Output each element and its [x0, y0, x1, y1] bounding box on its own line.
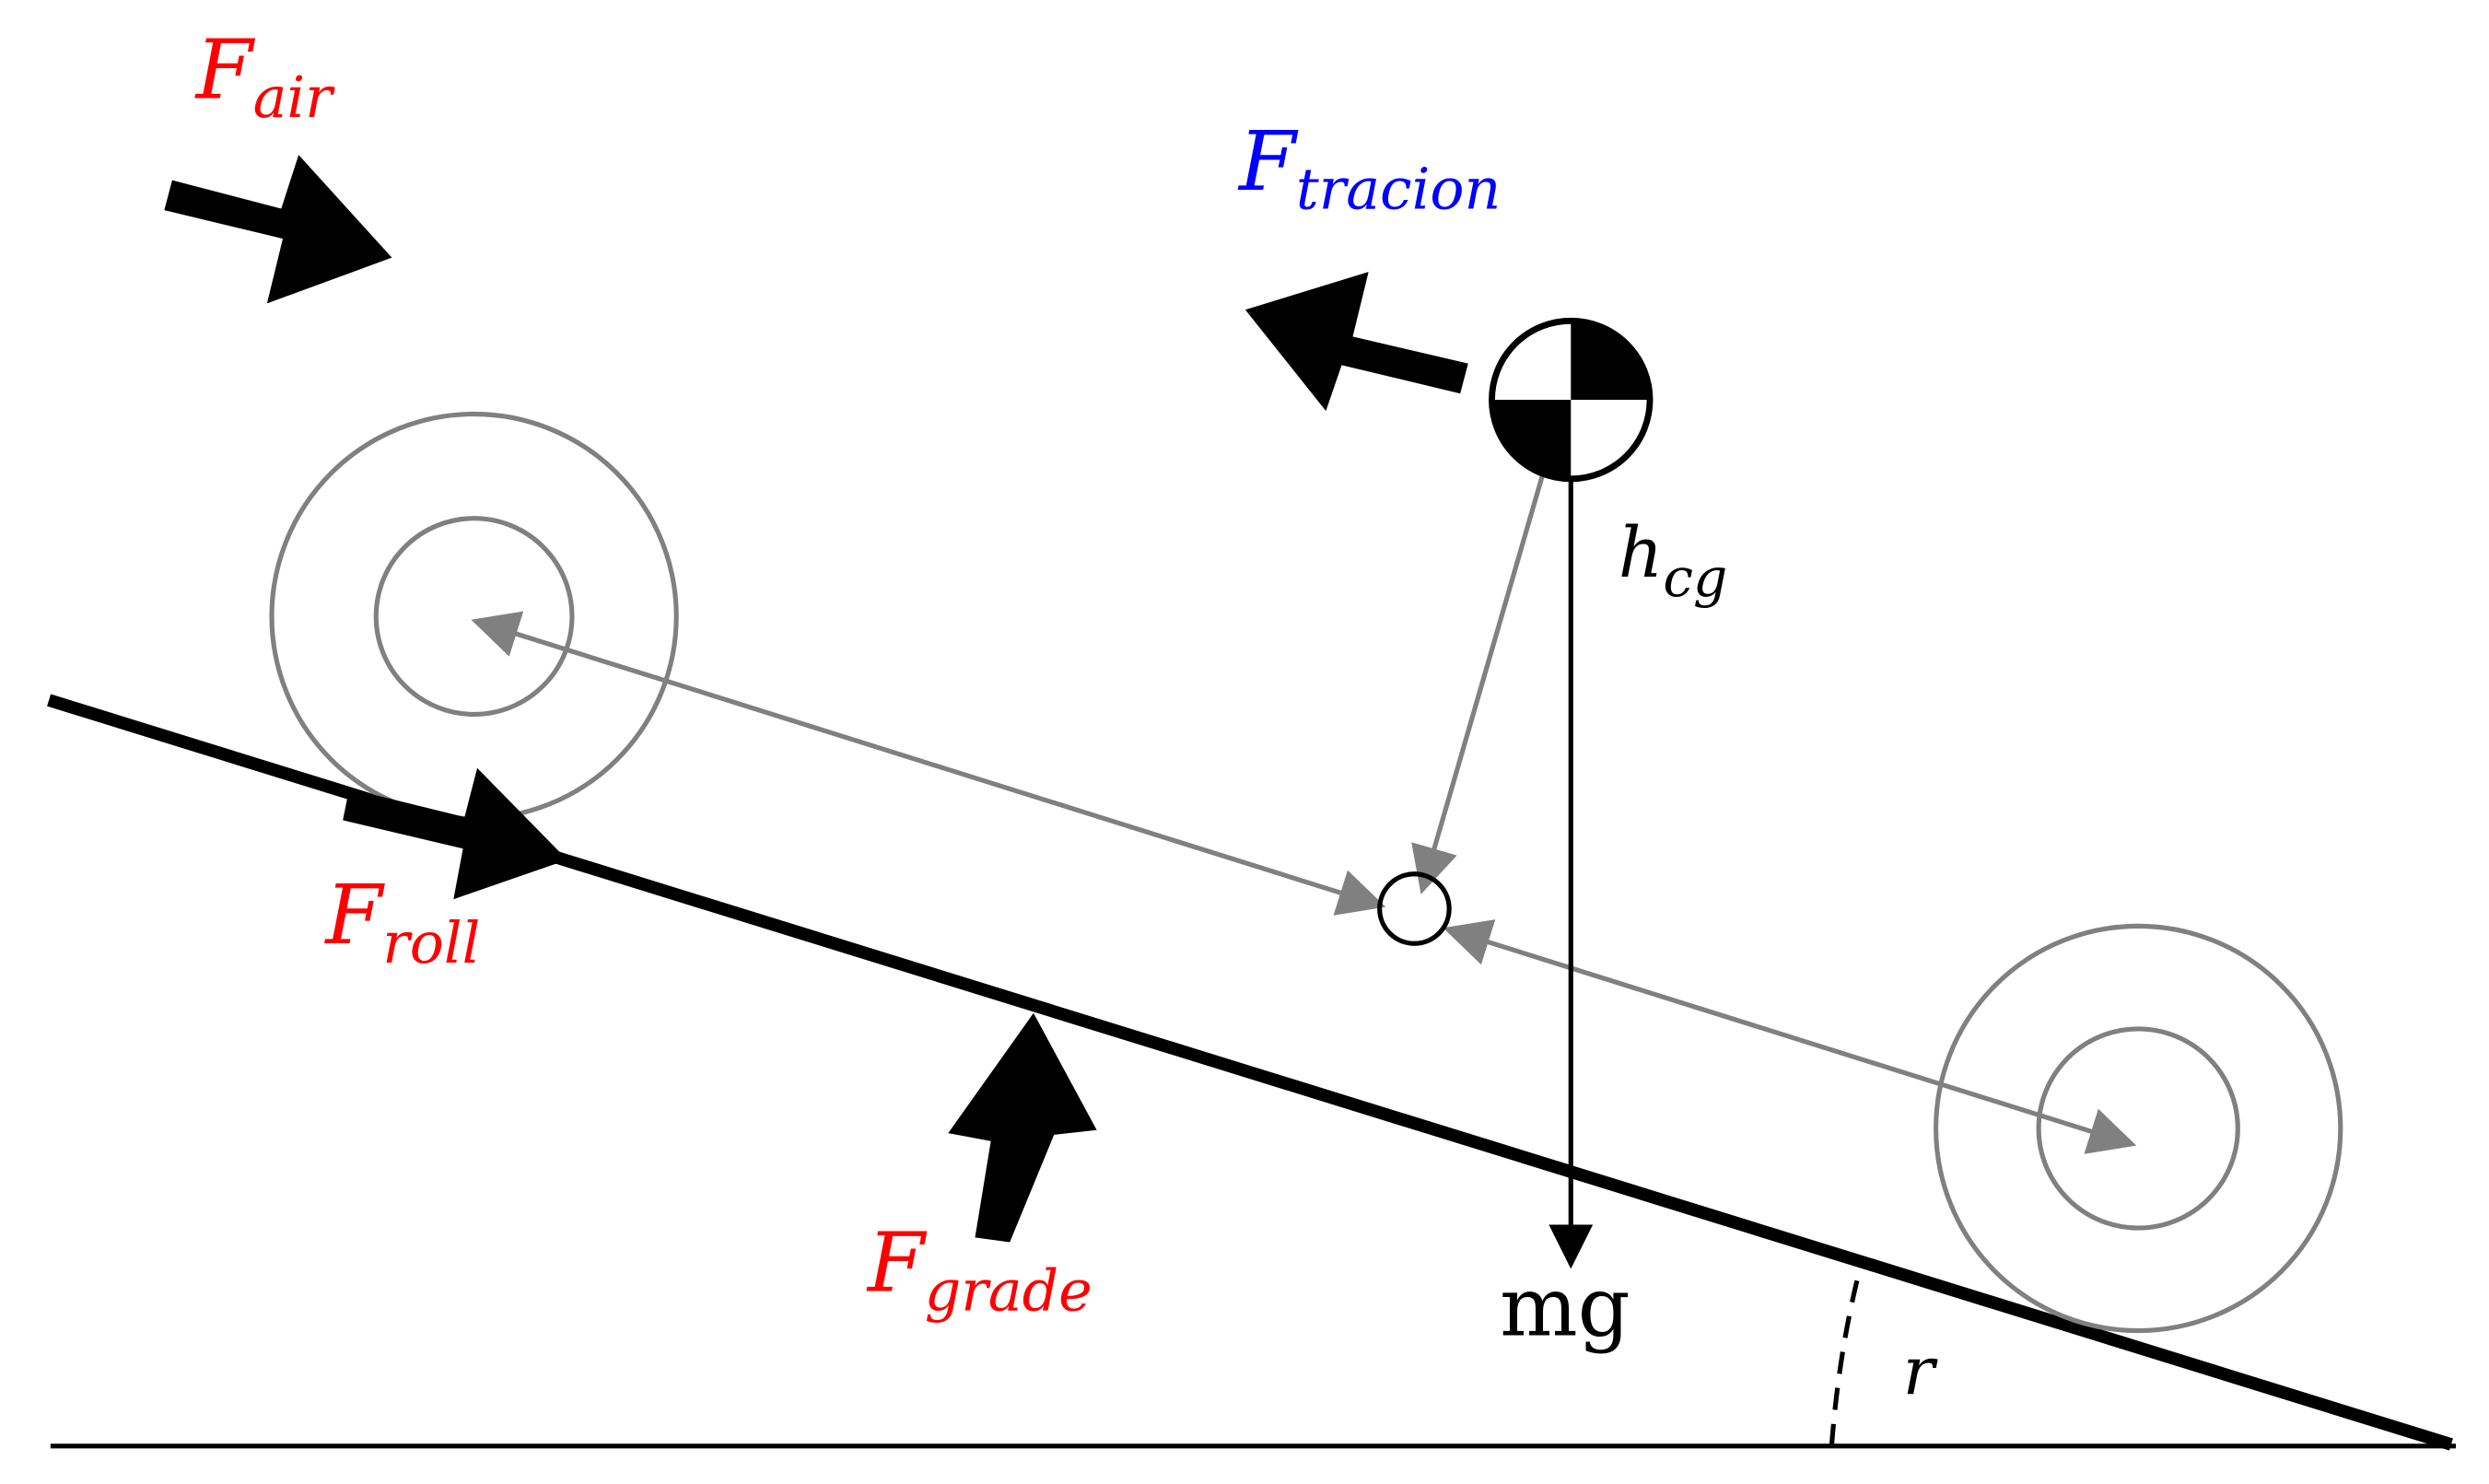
weight-label: mg	[1500, 1260, 1630, 1356]
front-wheel-tire	[1934, 923, 2343, 1334]
incline-angle-arc	[1829, 1256, 1866, 1447]
cg-ground-point	[1377, 871, 1452, 946]
incline-angle-label: r	[1903, 1332, 1938, 1409]
traction-force-arrow	[1244, 272, 1468, 412]
rolling-resistance-label: Froll	[323, 868, 480, 976]
center-of-gravity-symbol	[1489, 317, 1653, 483]
cg-height-label: hcg	[1618, 512, 1728, 609]
cg-height-arrow	[1411, 400, 1574, 894]
front-wheel	[1934, 923, 2343, 1334]
traction-force-label: Ftracion	[1237, 114, 1501, 223]
air-resistance-label: Fair	[194, 22, 335, 131]
rolling-resistance-arrow	[343, 767, 567, 900]
grade-resistance-arrow	[948, 1012, 1097, 1243]
air-resistance-arrow	[164, 155, 392, 304]
rear-wheelbase-arrow	[471, 611, 1386, 916]
rear-wheel	[269, 411, 679, 822]
grade-resistance-label: Fgrade	[866, 1216, 1093, 1325]
rear-wheel-tire	[269, 411, 679, 822]
front-wheel-hub	[2036, 1026, 2240, 1231]
rear-wheel-hub	[373, 516, 575, 718]
front-wheelbase-arrow	[1443, 919, 2137, 1154]
